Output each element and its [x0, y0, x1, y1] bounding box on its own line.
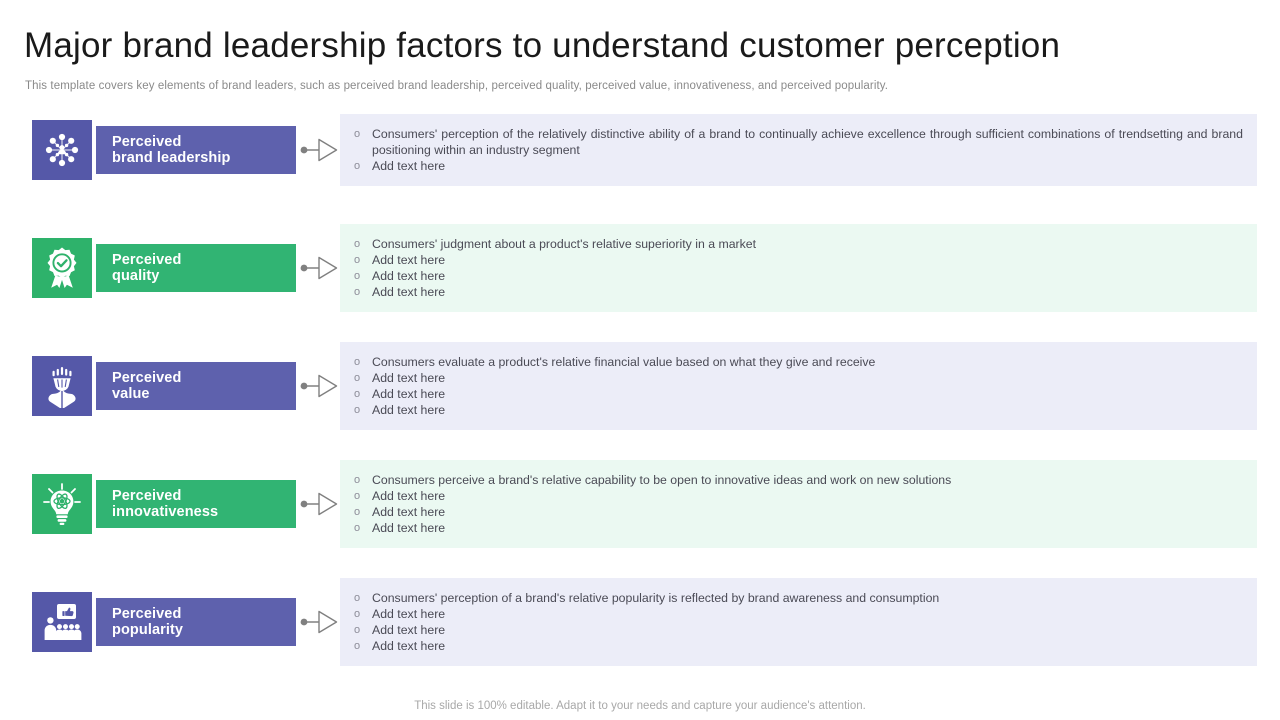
factor-icon-tile — [32, 592, 92, 652]
bullet-marker-icon: o — [354, 608, 361, 620]
bullet-item[interactable]: o Add text here — [354, 622, 1243, 638]
bullet-marker-icon: o — [354, 388, 361, 400]
bullet-marker-icon: o — [354, 254, 361, 266]
factor-label-line1: Perceived — [112, 251, 182, 268]
factor-content-panel[interactable]: o Consumers perceive a brand's relative c… — [340, 460, 1257, 548]
bullet-marker-icon: o — [354, 160, 361, 172]
bullet-text: Add text here — [372, 639, 446, 653]
factor-label-line1: Perceived — [112, 133, 182, 150]
bullet-item[interactable]: o Add text here — [354, 386, 1243, 402]
bullet-text: Consumers evaluate a product's relative … — [372, 355, 876, 369]
bullet-item[interactable]: o Add text here — [354, 284, 1243, 300]
bullet-item[interactable]: o Consumers' perception of a brand's rela… — [354, 590, 1243, 606]
factor-content-panel[interactable]: o Consumers evaluate a product's relative… — [340, 342, 1257, 430]
bullet-item[interactable]: o Add text here — [354, 268, 1243, 284]
factor-label-line2: brand leadership — [112, 150, 231, 166]
award-ribbon-check-icon — [41, 246, 83, 290]
bullet-text: Add text here — [372, 623, 446, 637]
arrow-connector-icon — [300, 252, 340, 284]
arrow-connector-icon — [300, 370, 340, 402]
bullet-text: Add text here — [372, 371, 446, 385]
bullet-marker-icon: o — [354, 506, 361, 518]
page-title: Major brand leadership factors to unders… — [24, 26, 1061, 65]
bullet-marker-icon: o — [354, 404, 361, 416]
bullet-marker-icon: o — [354, 592, 361, 604]
arrow-connector-icon — [300, 134, 340, 166]
bullet-text: Add text here — [372, 387, 446, 401]
factor-content-panel[interactable]: o Consumers' judgment about a product's r… — [340, 224, 1257, 312]
bullet-text: Add text here — [372, 159, 446, 173]
bullet-marker-icon: o — [354, 624, 361, 636]
bullet-item[interactable]: o Consumers perceive a brand's relative c… — [354, 472, 1243, 488]
factor-icon-tile — [32, 238, 92, 298]
bullet-text: Consumers' perception of the relatively … — [372, 127, 1243, 157]
bullet-item[interactable]: o Consumers' judgment about a product's r… — [354, 236, 1243, 252]
arrow-connector-icon — [300, 606, 340, 638]
bullet-item[interactable]: o Add text here — [354, 252, 1243, 268]
bullet-text: Add text here — [372, 489, 446, 503]
arrow-connector-icon — [300, 488, 340, 520]
bullet-marker-icon: o — [354, 474, 361, 486]
audience-thumbs-up-icon — [40, 602, 84, 642]
slide-footer-note: This slide is 100% editable. Adapt it to… — [414, 700, 866, 712]
network-hub-icon — [41, 129, 83, 171]
factor-content-panel[interactable]: o Consumers' perception of a brand's rela… — [340, 578, 1257, 666]
bullet-text: Consumers perceive a brand's relative ca… — [372, 473, 952, 487]
bullet-item[interactable]: o Add text here — [354, 158, 1243, 174]
bullet-marker-icon: o — [354, 238, 361, 250]
factor-icon-tile — [32, 356, 92, 416]
bullet-text: Consumers' perception of a brand's relat… — [372, 591, 940, 605]
bullet-marker-icon: o — [354, 286, 361, 298]
bullet-text: Add text here — [372, 269, 446, 283]
hands-holding-value-icon — [41, 364, 83, 408]
bullet-item[interactable]: o Add text here — [354, 504, 1243, 520]
bullet-item[interactable]: o Add text here — [354, 402, 1243, 418]
factor-label-line2: innovativeness — [112, 504, 219, 520]
bullet-marker-icon: o — [354, 270, 361, 282]
page-subtitle: This template covers key elements of bra… — [25, 80, 889, 92]
bullet-marker-icon: o — [354, 372, 361, 384]
bullet-text: Add text here — [372, 607, 446, 621]
bullet-text: Consumers' judgment about a product's re… — [372, 237, 757, 251]
factor-content-panel[interactable]: o Consumers' perception of the relatively… — [340, 114, 1257, 186]
factor-label-line2: popularity — [112, 622, 184, 638]
bullet-marker-icon: o — [354, 640, 361, 652]
bullet-item[interactable]: o Add text here — [354, 606, 1243, 622]
bullet-item[interactable]: o Add text here — [354, 520, 1243, 536]
bullet-item[interactable]: o Add text here — [354, 638, 1243, 654]
factor-label-line2: quality — [112, 268, 160, 284]
bullet-text: Add text here — [372, 521, 446, 535]
bullet-item[interactable]: o Add text here — [354, 370, 1243, 386]
factor-label-line2: value — [112, 386, 150, 402]
factor-icon-tile — [32, 474, 92, 534]
factor-label-line1: Perceived — [112, 605, 182, 622]
bullet-text: Add text here — [372, 403, 446, 417]
lightbulb-innovation-icon — [40, 482, 84, 526]
factor-label-line1: Perceived — [112, 487, 182, 504]
factor-icon-tile — [32, 120, 92, 180]
bullet-item[interactable]: o Consumers' perception of the relatively… — [354, 126, 1243, 158]
bullet-marker-icon: o — [354, 356, 361, 368]
bullet-text: Add text here — [372, 505, 446, 519]
bullet-marker-icon: o — [354, 490, 361, 502]
bullet-marker-icon: o — [354, 128, 361, 140]
bullet-text: Add text here — [372, 253, 446, 267]
bullet-item[interactable]: o Consumers evaluate a product's relative… — [354, 354, 1243, 370]
factor-label-line1: Perceived — [112, 369, 182, 386]
bullet-text: Add text here — [372, 285, 446, 299]
bullet-marker-icon: o — [354, 522, 361, 534]
bullet-item[interactable]: o Add text here — [354, 488, 1243, 504]
